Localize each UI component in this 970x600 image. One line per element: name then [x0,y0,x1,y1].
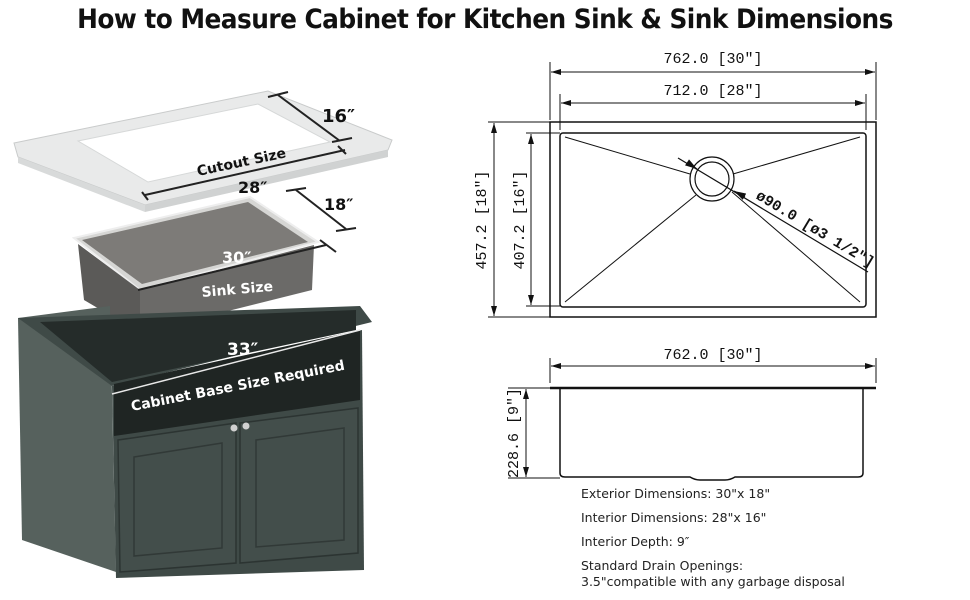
exterior-width-dimension: 762.0 [30″] [663,51,762,68]
interior-depth: Interior Depth: 9″ [581,534,690,549]
sink-basin [71,187,357,333]
drain-diameter-dimension: ø90.0 [ø3 1/2″] [752,188,877,272]
countertop [13,90,393,212]
side-height-dimension: 228.6 [9″] [506,388,523,478]
side-view [508,358,877,481]
sink-width-label: 30″ [222,248,251,267]
interior-depth-dimension: 407.2 [16″] [512,170,529,269]
exterior-depth-dimension: 457.2 [18″] [474,170,491,269]
interior-width-dimension: 712.0 [28″] [663,83,762,100]
exterior-dimensions: Exterior Dimensions: 30"x 18" [581,486,771,501]
installation-illustration: 16″ Cutout Size 28″ 18″ 30″ Sink Size 33… [13,90,393,578]
drain-openings-title: Standard Drain Openings: [581,558,744,573]
sink-depth-label: 18″ [324,195,353,214]
cutout-depth-label: 16″ [322,106,355,127]
top-view [488,62,877,318]
side-width-dimension: 762.0 [30″] [663,347,762,364]
page-title: How to Measure Cabinet for Kitchen Sink … [77,4,893,35]
drain-openings-description: 3.5"compatible with any garbage disposal [581,574,845,589]
specifications-list: Exterior Dimensions: 30"x 18" Interior D… [581,486,845,590]
cabinet-base [18,306,372,578]
interior-dimensions: Interior Dimensions: 28"x 16" [581,510,767,525]
cutout-width-label: 28″ [238,178,267,197]
sink-size-label: Sink Size [201,279,274,301]
cabinet-width-label: 33″ [227,340,259,360]
